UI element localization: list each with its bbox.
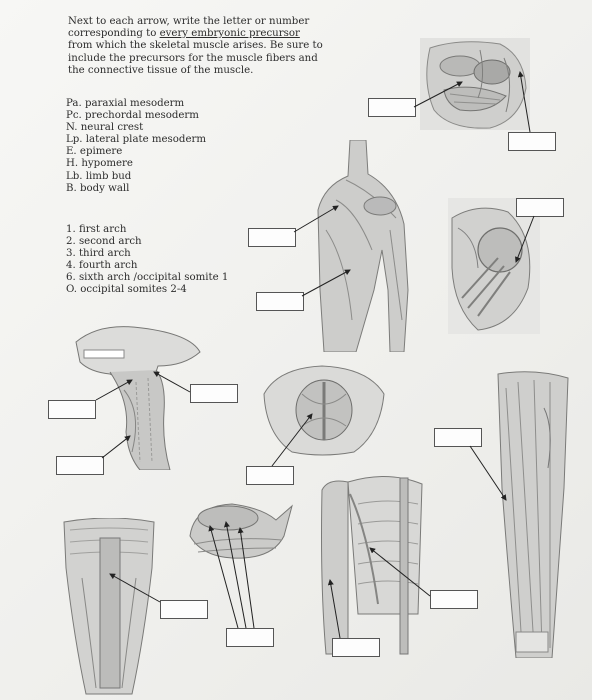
precursor-item: H. hypomere bbox=[66, 158, 133, 170]
answer-blank-abdomen[interactable] bbox=[160, 600, 208, 619]
answer-blank-pelvis[interactable] bbox=[246, 466, 294, 485]
pelvic-floor-figure bbox=[258, 364, 388, 458]
instructions-line: from which the skeletal muscle arises. B… bbox=[68, 40, 323, 52]
answer-blank-face-lower[interactable] bbox=[508, 132, 556, 151]
arch-legend: 1. first arch 2. second arch 3. third ar… bbox=[66, 224, 306, 297]
answer-blank-face[interactable] bbox=[368, 98, 416, 117]
arch-item: 4. fourth arch bbox=[66, 260, 138, 272]
precursor-legend: Pa. paraxial mesoderm Pc. prechordal mes… bbox=[66, 98, 306, 195]
chest-arm-figure bbox=[318, 464, 426, 658]
instructions-line: corresponding to every embryonic precurs… bbox=[68, 28, 328, 40]
arch-item: 6. sixth arch /occipital somite 1 bbox=[66, 272, 229, 284]
answer-blank-back[interactable] bbox=[256, 292, 304, 311]
answer-blank-neck-lower[interactable] bbox=[56, 456, 104, 475]
thigh-figure bbox=[494, 368, 570, 658]
precursor-item: Lb. limb bud bbox=[66, 170, 132, 182]
arch-item: 2. second arch bbox=[66, 236, 142, 248]
precursor-item: N. neural crest bbox=[66, 122, 144, 134]
instructions-line: the connective tissue of the muscle. bbox=[68, 64, 254, 76]
instructions-line-start: corresponding to bbox=[68, 28, 160, 40]
answer-blank-arm[interactable] bbox=[332, 638, 380, 657]
facial-muscles-figure bbox=[420, 38, 530, 130]
instructions-emphasis: every embryonic precursor bbox=[159, 28, 300, 40]
eye-muscles-figure bbox=[448, 198, 540, 334]
arch-item: 1. first arch bbox=[66, 224, 127, 235]
precursor-item: B. body wall bbox=[66, 182, 130, 194]
arch-item: O. occipital somites 2-4 bbox=[66, 284, 187, 296]
answer-blank-tongue[interactable] bbox=[226, 628, 274, 647]
precursor-item: E. epimere bbox=[66, 146, 123, 158]
arch-item: 3. third arch bbox=[66, 248, 131, 260]
abdominal-wall-figure bbox=[60, 518, 158, 698]
instructions-text: Next to each arrow, write the letter or … bbox=[68, 16, 328, 77]
precursor-item: Pc. prechordal mesoderm bbox=[66, 110, 199, 122]
answer-blank-neck[interactable] bbox=[48, 400, 96, 419]
answer-blank-eye[interactable] bbox=[516, 198, 564, 217]
skull-neck-figure bbox=[70, 322, 202, 470]
tongue-figure bbox=[184, 496, 294, 576]
instructions-line: include the precursors for the muscle fi… bbox=[68, 52, 318, 64]
answer-blank-skull[interactable] bbox=[190, 384, 238, 403]
instructions-line: Next to each arrow, write the letter or … bbox=[68, 16, 310, 27]
answer-blank-thigh[interactable] bbox=[434, 428, 482, 447]
precursor-item: Pa. paraxial mesoderm bbox=[66, 98, 185, 109]
shoulder-back-figure bbox=[316, 140, 412, 352]
precursor-item: Lp. lateral plate mesoderm bbox=[66, 134, 207, 146]
answer-blank-chest[interactable] bbox=[430, 590, 478, 609]
answer-blank-shoulder[interactable] bbox=[248, 228, 296, 247]
